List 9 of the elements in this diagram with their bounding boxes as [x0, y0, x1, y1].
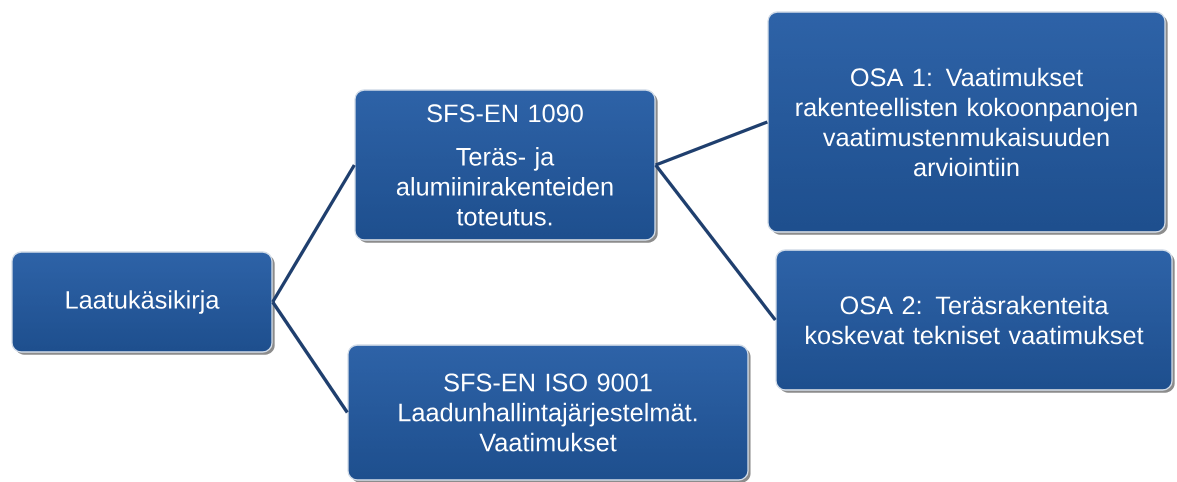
text-box: SFS-EN 1090 Teräs- ja alumiinirakenteiden toteutus.	[354, 89, 658, 243]
connector-line	[271, 164, 356, 303]
text-box: SFS-EN ISO 9001 Laadunhallintajärjestelmät. Vaatimukset	[347, 344, 751, 482]
connector-line	[655, 120, 768, 167]
connector-line	[654, 164, 777, 322]
connector-line	[271, 301, 349, 414]
text-box: Laatukäsikirja	[11, 251, 275, 355]
text-box: OSA 2: Teräsrakenteita koskevat tekniset vaatimukset	[775, 249, 1175, 393]
text-box: OSA 1: Vaatimukset rakenteellisten kokoonpanojen vaatimustenmukaisuuden arviointiin	[767, 11, 1168, 235]
